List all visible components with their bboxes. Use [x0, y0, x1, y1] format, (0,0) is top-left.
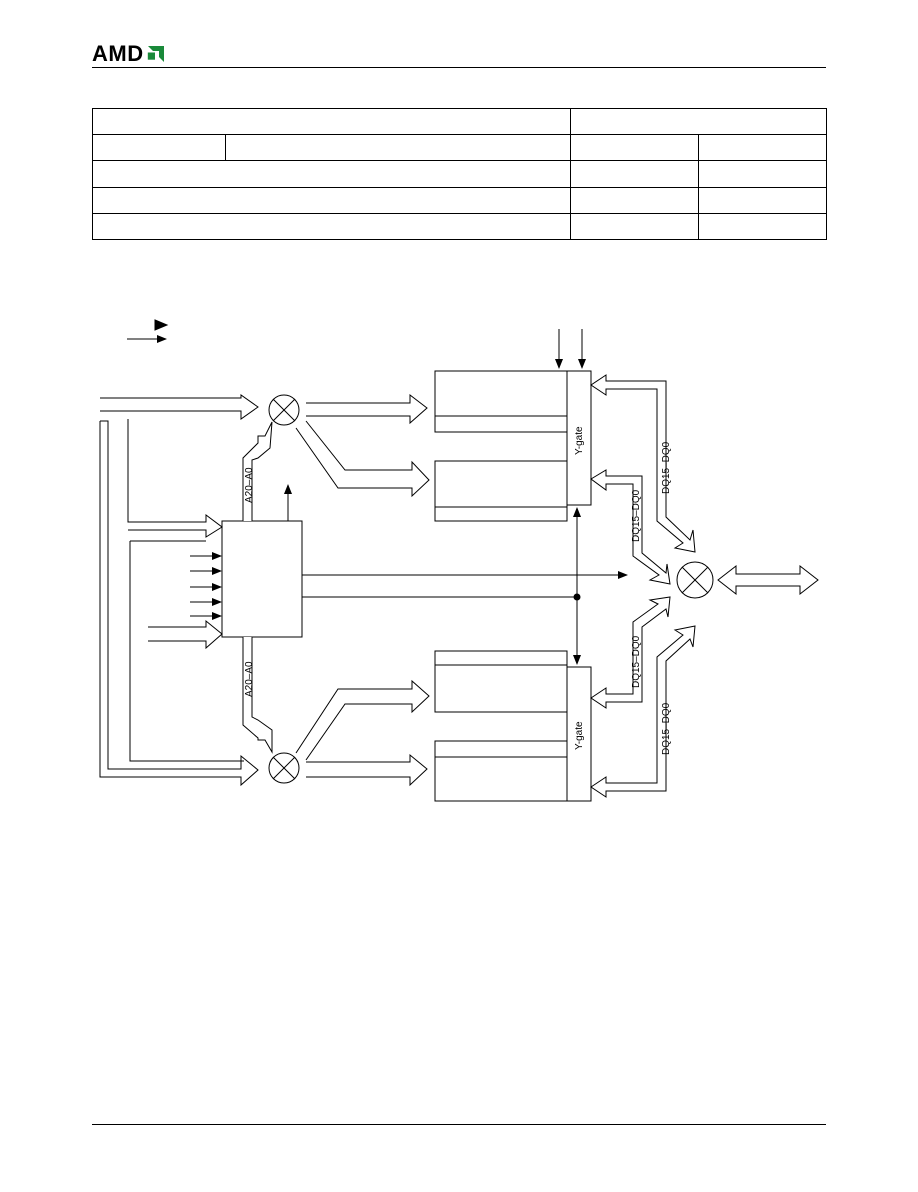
spec-table — [92, 107, 827, 241]
table-cell — [92, 160, 571, 188]
legend — [127, 319, 169, 343]
table-cell — [570, 212, 699, 241]
label-ygate-lower: Y-gate — [574, 721, 585, 750]
table-cell — [225, 134, 571, 162]
table-row — [92, 160, 827, 188]
label-addr-upper: A20–A0 — [244, 467, 255, 503]
label-dq-upper-inner: DQ15–DQ0 — [631, 489, 642, 542]
bus-arrow-in-upper — [100, 394, 259, 420]
bus-dq-lower-outer — [590, 625, 696, 798]
control-logic-block — [221, 520, 303, 638]
bus-mux-to-upper-bank-a — [306, 393, 428, 425]
legend-bus-arrow — [154, 319, 169, 331]
footer-rule — [92, 1124, 826, 1125]
mux-lower-icon — [268, 752, 300, 784]
bus-arrow-control-bottom — [148, 619, 223, 650]
mux-upper-icon — [268, 394, 300, 426]
label-dq-upper-outer: DQ15–DQ0 — [661, 441, 672, 494]
lower-y-gate — [566, 666, 592, 802]
bus-addr-lower — [242, 637, 273, 754]
bus-addr-upper — [242, 421, 273, 521]
table-cell — [698, 186, 827, 214]
bus-mux-to-upper-bank-b — [295, 420, 430, 498]
amd-logo: AMD — [92, 42, 166, 66]
header-rule — [92, 67, 826, 68]
lower-bank-a — [434, 650, 568, 713]
logo-text: AMD — [92, 41, 144, 66]
lower-bank-b — [434, 740, 568, 802]
mux-output-icon — [676, 561, 714, 599]
bus-feed-control-top — [127, 419, 223, 538]
amd-arrow-logo-icon — [147, 46, 164, 62]
bus-dq-upper-outer — [590, 374, 696, 553]
bus-dq-upper-inner — [590, 469, 671, 585]
bus-mux-to-lower-bank-b — [306, 753, 428, 787]
upper-bank-a — [434, 370, 568, 433]
table-cell — [570, 160, 699, 188]
junction-dot — [573, 593, 581, 601]
upper-y-gate — [566, 370, 592, 506]
bus-left-vertical — [99, 420, 259, 787]
bus-output-arrow — [717, 564, 819, 596]
table-row — [92, 212, 827, 241]
table-cell — [698, 212, 827, 241]
label-dq-lower-inner: DQ15–DQ0 — [631, 635, 642, 688]
upper-bank-b — [434, 460, 568, 522]
label-addr-lower: A20–A0 — [244, 661, 255, 697]
table-cell — [92, 212, 571, 241]
table-cell — [698, 134, 827, 162]
table-row — [92, 186, 827, 214]
label-ygate-upper: Y-gate — [574, 426, 585, 455]
table-cell — [570, 186, 699, 214]
bus-mux-to-lower-bank-a — [295, 679, 430, 761]
bus-dq-lower-inner — [590, 596, 671, 709]
label-dq-lower-outer: DQ15–DQ0 — [661, 702, 672, 755]
